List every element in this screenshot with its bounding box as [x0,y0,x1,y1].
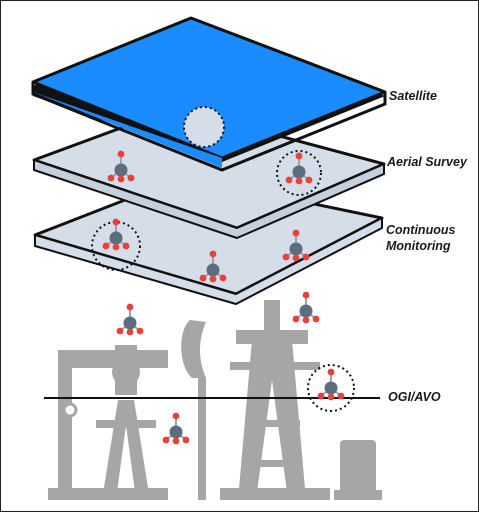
satellite-plane [31,16,387,172]
methane-molecules [102,150,345,445]
label-ogi-avo: OGI/AVO [388,390,441,404]
pumpjack-icon [48,320,206,500]
methane-molecule-icon [285,152,313,185]
infrastructure [48,300,382,500]
methane-molecule-icon [102,218,130,251]
methane-molecule-icon [317,368,345,401]
methane-molecule-icon [162,412,190,445]
detection-circle-icon [276,150,322,196]
label-continuous-monitoring: Continuous Monitoring [386,223,456,253]
detection-circle-icon [183,106,225,148]
methane-molecule-icon [292,291,320,324]
methane-molecule-icon [107,150,135,183]
methane-molecule-icon [116,303,144,336]
detection-circle-icon [91,221,141,271]
methane-molecule-icon [199,250,227,283]
methane-molecule-icon [282,229,310,262]
label-satellite: Satellite [389,89,437,103]
storage-tank-icon [334,440,382,500]
label-aerial-survey: Aerial Survey [387,155,467,169]
detection-circle-icon [307,364,355,412]
drilling-rig-icon [220,300,330,500]
